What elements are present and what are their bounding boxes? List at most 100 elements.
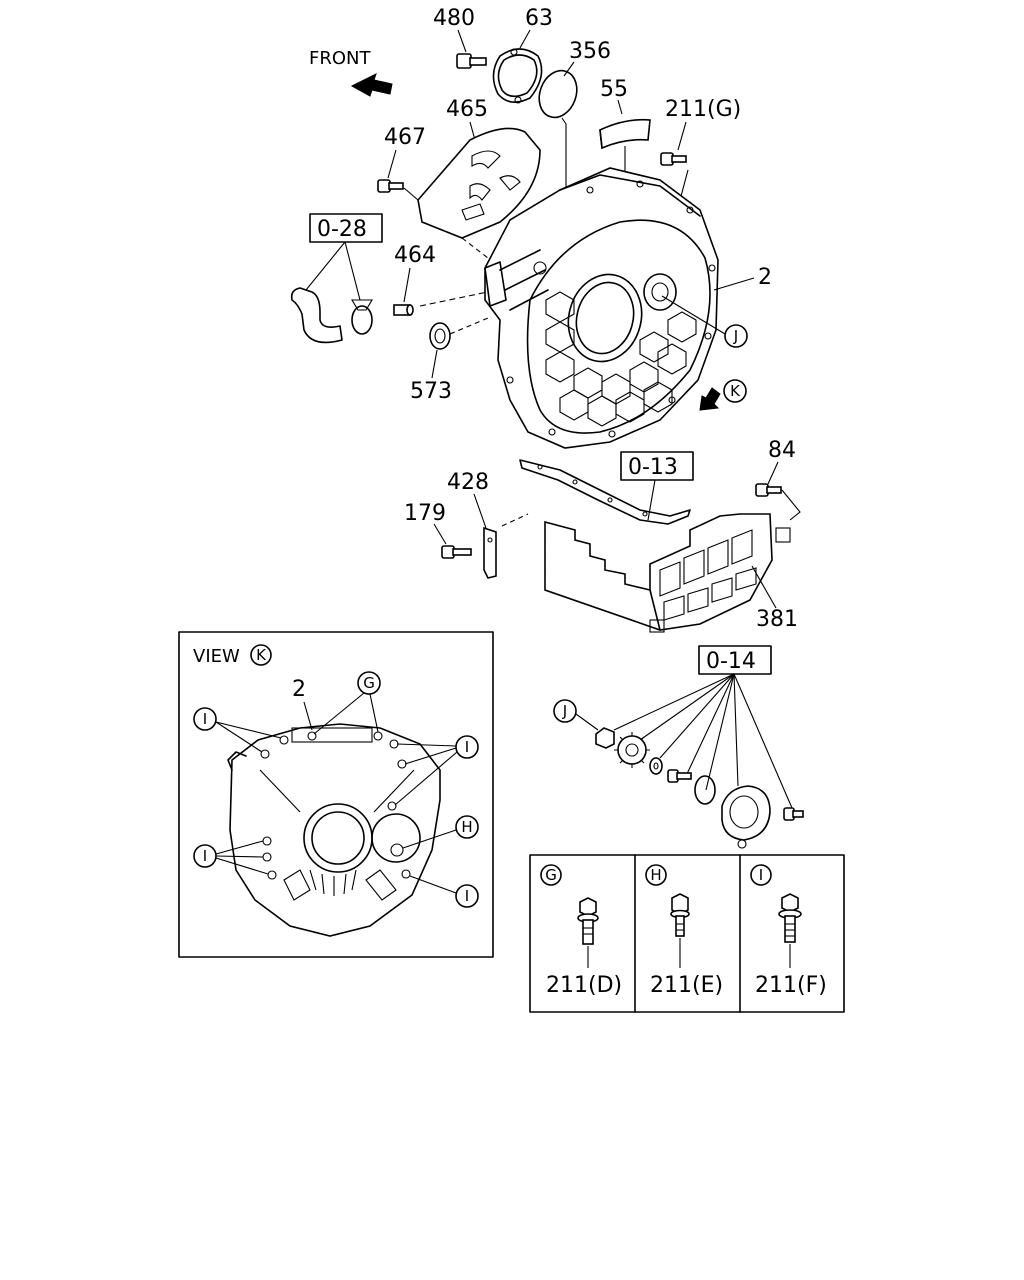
- label-464: 464: [394, 243, 436, 268]
- leader-0-13: [647, 479, 656, 521]
- view-leader-i3-b: [215, 855, 264, 858]
- leader-573: [431, 349, 438, 379]
- label-467: 467: [384, 125, 426, 150]
- front-arrow-icon: [350, 73, 393, 97]
- leader-55: [617, 99, 623, 115]
- label-179: 179: [404, 501, 446, 526]
- table-callout-i: I: [759, 866, 763, 884]
- leader-428: [473, 493, 487, 529]
- view-leader-i3-a: [215, 840, 264, 855]
- cover-014-icon: [721, 785, 771, 849]
- leader-467-b: [403, 187, 419, 201]
- view-k-arrow-icon: [699, 387, 721, 411]
- label-0-13: 0-13: [628, 455, 678, 480]
- table-callout-g-icon: [540, 864, 562, 886]
- leader-464: [403, 267, 411, 303]
- leader-63: [519, 29, 531, 49]
- leader-465-b: [461, 237, 489, 259]
- cover-plate-381-icon: [544, 513, 791, 633]
- label-381: 381: [756, 607, 798, 632]
- callout-j: J: [733, 327, 738, 345]
- table-label-211e: 211(E): [650, 973, 723, 998]
- label-480: 480: [433, 6, 475, 31]
- bolt-467-icon: [377, 179, 404, 193]
- leader-j-014: [575, 713, 599, 731]
- leader-0-28-a: [305, 241, 346, 291]
- view-callout-i2-icon: [455, 735, 479, 759]
- washer-icon: [649, 757, 663, 775]
- ref-box-0-13: [620, 451, 694, 481]
- pin-464-icon: [393, 304, 414, 316]
- view-label: VIEW: [193, 646, 240, 667]
- label-356: 356: [569, 39, 611, 64]
- view-leader-g-b: [369, 693, 379, 733]
- leader-84: [767, 461, 779, 485]
- label-2: 2: [758, 265, 772, 290]
- cover-465-icon: [417, 127, 541, 239]
- table-label-211f: 211(F): [755, 973, 827, 998]
- view-callout-g-icon: [357, 671, 381, 695]
- bolt-480-icon: [456, 53, 487, 69]
- front-label: FRONT: [309, 48, 371, 69]
- callout-j-014: J: [562, 702, 567, 720]
- gasket-0-13-icon: [519, 459, 691, 525]
- label-0-28: 0-28: [317, 217, 367, 242]
- label-0-14: 0-14: [706, 649, 756, 674]
- label-84: 84: [768, 438, 796, 463]
- ref-box-0-14: [698, 645, 772, 675]
- bolt-211e-icon: [670, 893, 690, 937]
- ref-box-0-28: [309, 213, 383, 243]
- o-ring-014-icon: [694, 775, 716, 805]
- gear-icon: [614, 732, 650, 768]
- bolt-84-icon: [755, 483, 782, 497]
- leader-84-b: [781, 489, 801, 521]
- view-callout-h: H: [461, 818, 472, 836]
- hose-icon: [290, 287, 373, 344]
- bolt-table: [529, 854, 845, 1013]
- view-leader-i3-c: [215, 857, 269, 875]
- label-211g: 211(G): [665, 97, 741, 122]
- callout-j-014-icon: [553, 699, 577, 723]
- table-callout-i-icon: [750, 864, 772, 886]
- callout-k: K: [730, 382, 741, 400]
- leader-j: [661, 295, 726, 335]
- leader-356: [563, 61, 575, 77]
- view-callout-i4-icon: [455, 884, 479, 908]
- flywheel-housing-icon: [484, 167, 719, 449]
- label-573: 573: [410, 379, 452, 404]
- leader-179: [433, 523, 447, 545]
- bracket-428-icon: [483, 526, 497, 579]
- bolt-014b-icon: [783, 807, 804, 821]
- callout-j-icon: [724, 324, 748, 348]
- o-ring-356-icon: [538, 69, 578, 119]
- leader-573-b: [449, 317, 489, 335]
- view-k-callout: K: [256, 646, 267, 664]
- label-465: 465: [446, 97, 488, 122]
- bolt-211f-icon: [778, 893, 802, 943]
- view-callout-h-icon: [455, 815, 479, 839]
- bolt-211g-icon: [660, 152, 687, 166]
- leaders-0-14: [613, 673, 793, 809]
- leader-467: [387, 149, 397, 179]
- view-k-callout-icon: [250, 644, 272, 666]
- table-callout-h-icon: [645, 864, 667, 886]
- view-leader-i1-b: [215, 721, 282, 739]
- view-callout-i2: I: [465, 738, 469, 756]
- view-callout-i3: I: [203, 847, 207, 865]
- table-callout-h: H: [650, 866, 661, 884]
- leader-0-28-b: [344, 241, 361, 301]
- housing-rear-view-icon: [227, 723, 441, 937]
- view-leader-i2-c: [394, 751, 458, 806]
- nut-icon: [595, 727, 615, 749]
- view-leader-g-a: [313, 692, 365, 735]
- cover-plate-63-icon: [492, 48, 543, 104]
- label-63: 63: [525, 6, 553, 31]
- bolt-014-icon: [667, 769, 692, 783]
- view-callout-i1-icon: [193, 707, 217, 731]
- bolt-211d-icon: [577, 897, 599, 945]
- leader-211g: [677, 121, 687, 151]
- leader-381: [751, 565, 777, 609]
- callout-k-icon: [723, 379, 747, 403]
- view-leader-i2-a: [396, 743, 457, 747]
